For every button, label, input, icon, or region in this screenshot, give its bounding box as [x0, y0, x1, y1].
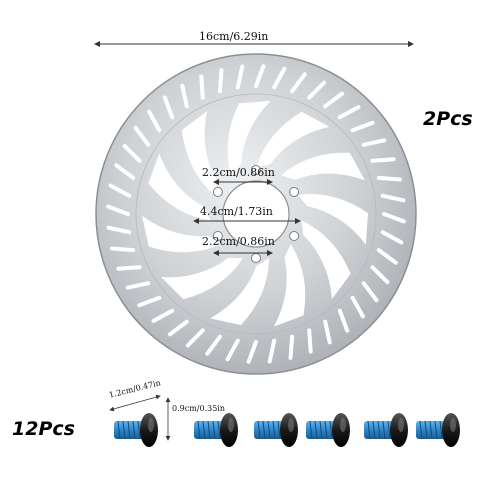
mounting-hole — [212, 231, 223, 241]
bolt-quantity-label: 12Pcs — [12, 418, 75, 440]
hole-spacing-bottom-label: 2.2cm/0.86in — [202, 235, 275, 248]
torx-bolt — [416, 413, 460, 447]
mounting-holes — [212, 165, 300, 263]
torx-bolt — [364, 413, 408, 447]
rotor-quantity-label: 2Pcs — [423, 108, 473, 130]
mounting-hole — [289, 187, 300, 197]
torx-bolt — [114, 413, 158, 447]
mounting-hole — [289, 231, 300, 241]
bolt-length-label: 0.9cm/0.35in — [172, 404, 226, 413]
brake-rotor — [95, 53, 417, 375]
hole-spacing-top-label: 2.2cm/0.86in — [202, 166, 275, 179]
mounting-hole — [212, 187, 223, 197]
torx-bolt — [254, 413, 298, 447]
bolt-set — [114, 413, 460, 447]
mounting-hole — [251, 165, 261, 175]
bolt-head-arrow — [109, 394, 161, 412]
rotor-diameter-label: 16cm/6.29in — [199, 30, 269, 43]
center-bore-label: 4.4cm/1.73in — [200, 205, 273, 218]
torx-bolt — [306, 413, 350, 447]
mounting-hole — [251, 253, 261, 263]
torx-bolt — [194, 413, 238, 447]
